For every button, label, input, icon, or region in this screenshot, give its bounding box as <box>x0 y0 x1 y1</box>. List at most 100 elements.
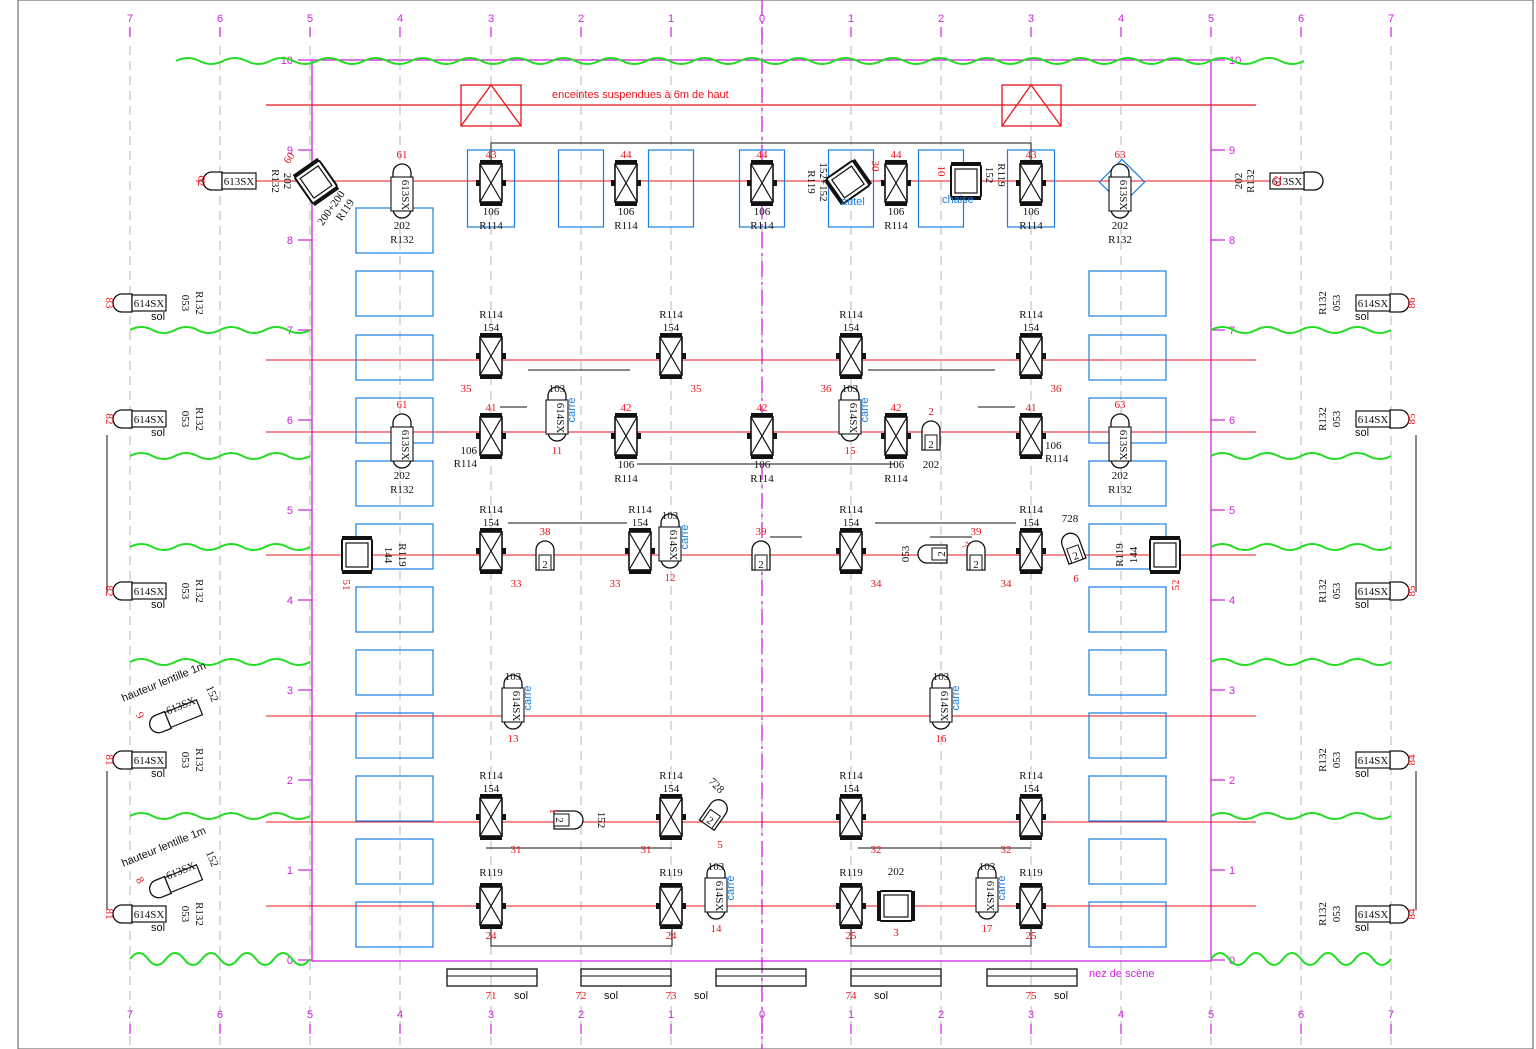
fixture-filter: R114 <box>839 770 863 782</box>
special-unit-gel: 144 <box>1128 546 1140 563</box>
side-unit-id: 8 <box>133 875 146 886</box>
pipe-number: 74 <box>846 990 858 1002</box>
y-axis-label-right: 5 <box>1229 505 1235 517</box>
side-unit-gel: 053 <box>179 295 191 312</box>
y-axis-label-right: 7 <box>1229 325 1235 337</box>
fixture-filter: R114 <box>614 473 638 485</box>
stage-front-label: nez de scène <box>1089 968 1154 980</box>
fixture-type: 106 <box>1045 440 1062 452</box>
x-axis-label-bottom: 2 <box>938 1009 944 1021</box>
small-unit-body: 2 <box>921 420 941 451</box>
pipe-note: sol <box>874 990 888 1002</box>
side-unit-filter: R132 <box>1317 291 1329 315</box>
profile-model: 614SX <box>554 403 566 434</box>
pipe-box <box>850 968 942 987</box>
fixture-type: 154 <box>483 322 500 334</box>
small-unit-inner: 2 <box>542 559 548 571</box>
profile-gel: 202 <box>1112 470 1129 482</box>
small-unit-inner: 2 <box>758 559 764 571</box>
special-unit-filter: R119 <box>1114 543 1126 567</box>
special-unit-id: 60 <box>281 150 297 166</box>
side-unit-sol: sol <box>151 599 165 611</box>
fixture-filter: R114 <box>1019 309 1043 321</box>
lens-height-note: hauteur lentille 1m <box>120 825 208 870</box>
small-unit-gel: 053 <box>900 545 912 562</box>
side-unit-id: 84 <box>1406 908 1418 920</box>
y-axis-label-left: 9 <box>287 145 293 157</box>
fixture-id: 32 <box>1001 844 1012 856</box>
par-symbol <box>655 332 687 380</box>
profile-gel: 202 <box>394 470 411 482</box>
link-lines <box>106 142 1417 947</box>
small-unit-body: 2 <box>751 540 771 571</box>
drape <box>129 452 311 460</box>
fixture-id: 32 <box>871 844 882 856</box>
small-unit-inner: 2 <box>553 817 565 823</box>
x-axis-label-top: 3 <box>488 13 494 25</box>
fixture-type: 154 <box>663 322 680 334</box>
small-unit: 239 <box>751 526 771 571</box>
profile-model: 614SX <box>667 530 679 561</box>
drape <box>129 543 311 551</box>
fixture-filter: R114 <box>479 770 503 782</box>
pipe-box <box>986 968 1078 987</box>
x-axis-label-bottom: 4 <box>397 1009 403 1021</box>
fixture-type: 154 <box>663 783 680 795</box>
side-unit-sol: sol <box>151 427 165 439</box>
floor-pipe: 74 sol <box>846 968 942 1002</box>
small-unit-id: 6 <box>1073 573 1079 585</box>
side-unit-model: 614SX <box>134 414 165 426</box>
chaise-label: chaise <box>942 194 974 206</box>
profile-gel: 103 <box>505 671 522 683</box>
side-unit-id: 62 <box>1272 176 1284 187</box>
platform <box>355 775 434 822</box>
x-axis-label-top: 1 <box>668 13 674 25</box>
pipe-box <box>446 968 538 987</box>
platform <box>355 901 434 948</box>
side-unit-id: 82 <box>103 414 115 425</box>
x-axis-label-top: 5 <box>1208 13 1214 25</box>
drape <box>1210 543 1392 551</box>
par-symbol <box>475 332 507 380</box>
profile-gel: 103 <box>933 671 950 683</box>
y-axis-label-left: 3 <box>287 685 293 697</box>
fixture-id: 43 <box>1026 149 1038 161</box>
platform <box>1088 712 1167 759</box>
side-unit-model: 614SX <box>134 909 165 921</box>
side-unit-gel: 053 <box>1331 905 1343 922</box>
fixture-filter: R114 <box>1045 453 1069 465</box>
platforms <box>355 149 1167 948</box>
par-symbol <box>475 793 507 841</box>
par-symbol <box>1015 882 1047 930</box>
small-unit-inner: 2 <box>928 439 934 451</box>
profile-id: 61 <box>397 149 408 161</box>
fixture-type: 154 <box>1023 322 1040 334</box>
drape <box>1210 658 1392 666</box>
fixture-type: 154 <box>1023 783 1040 795</box>
x-axis-label-top: 4 <box>1118 13 1124 25</box>
small-unit-id: 39 <box>971 526 983 538</box>
fixture-type: 106 <box>618 459 635 471</box>
fixture-filter: R114 <box>839 309 863 321</box>
special-unit-gel: 152 <box>983 167 995 184</box>
pipe-note: sol <box>604 990 618 1002</box>
y-axis-label-left: 4 <box>287 595 293 607</box>
par-symbol <box>610 412 642 460</box>
profile-filter: carré <box>566 397 578 422</box>
fixture-id: 44 <box>757 149 769 161</box>
autel-label: autel <box>841 196 865 208</box>
profile-id: 63 <box>1115 399 1127 411</box>
pipe-note: sol <box>694 990 708 1002</box>
